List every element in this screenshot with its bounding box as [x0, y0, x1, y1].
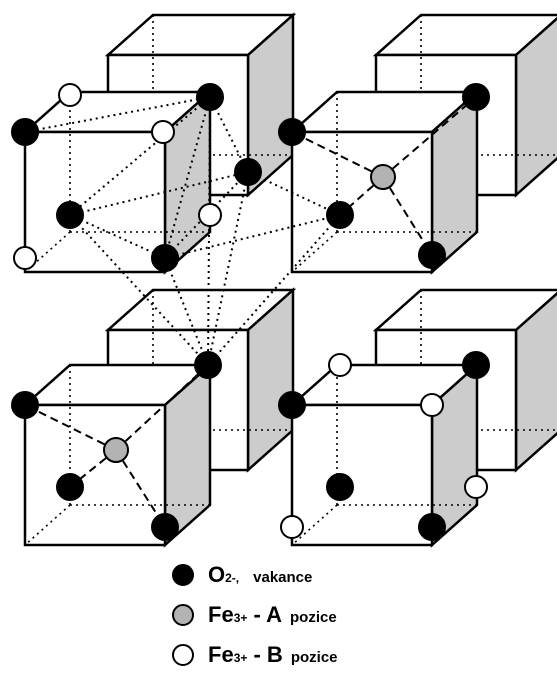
fe-b-site-atom [151, 120, 175, 144]
oxygen-vacancy-atom [194, 351, 222, 379]
fe-b-site-atom [420, 393, 444, 417]
fe-b-site-atom [280, 515, 304, 539]
dashed-bond [69, 449, 117, 488]
oxygen-vacancy-atom [11, 118, 39, 146]
oxygen-vacancy-atom [151, 513, 179, 541]
fe-b-site-atom [464, 475, 488, 499]
legend-site: - A [247, 602, 282, 627]
legend-item-oxygen: O 2-, vakance [172, 560, 338, 600]
dashed-bond [115, 364, 209, 451]
oxygen-vacancy-atom [418, 241, 446, 269]
fe-b-site-atom [13, 246, 37, 270]
hidden-edge [291, 231, 338, 273]
dotted-connection [69, 214, 209, 366]
front-cube [21, 362, 214, 548]
oxygen-vacancy-atom [462, 351, 490, 379]
fe-b-site-atom [198, 203, 222, 227]
oxygen-vacancy-atom [462, 83, 490, 111]
oxygen-vacancy-atom [151, 244, 179, 272]
oxygen-vacancy-atom [418, 513, 446, 541]
fe-b-marker-icon [172, 644, 194, 666]
cube-front-face [23, 403, 167, 547]
legend-symbol: O [208, 562, 226, 587]
legend-symbol: Fe [208, 602, 234, 627]
dashed-bond [24, 404, 117, 451]
oxygen-vacancy-atom [326, 473, 354, 501]
dashed-bond [382, 96, 477, 178]
dashed-bond [115, 449, 166, 528]
dotted-connection [164, 257, 209, 366]
hidden-edge [291, 504, 338, 546]
front-cube [288, 89, 481, 275]
dotted-connection [164, 96, 211, 259]
dotted-connection [69, 171, 249, 216]
dotted-connection [209, 96, 249, 173]
front-cube [21, 89, 214, 275]
oxygen-vacancy-atom [278, 391, 306, 419]
oxygen-vacancy-atom [196, 83, 224, 111]
legend-charge: 3+ [233, 611, 248, 625]
hidden-edge [24, 231, 71, 273]
hidden-edge [24, 504, 71, 546]
cube-front-face [290, 130, 434, 274]
dotted-connection [24, 96, 211, 133]
legend-item-fe-b: Fe 3+ - B pozice [172, 640, 338, 680]
fe-a-marker-icon [172, 604, 194, 626]
cube-front-face [23, 130, 167, 274]
legend-suffix: pozice [290, 649, 338, 666]
dotted-connection [247, 171, 341, 216]
cube-front-face [290, 403, 434, 547]
dashed-bond [291, 131, 384, 178]
legend-suffix: vakance [253, 569, 313, 586]
atom-sites [11, 83, 490, 541]
dashed-bonds [24, 96, 477, 528]
front-cube [288, 362, 481, 548]
oxygen-vacancy-atom [56, 473, 84, 501]
dotted-connections [24, 96, 341, 366]
dotted-connection [164, 171, 249, 259]
dotted-connection [164, 214, 341, 259]
dotted-connection [69, 96, 211, 216]
legend-charge: 2-, [225, 571, 240, 585]
oxygen-marker-icon [172, 564, 194, 586]
oxygen-vacancy-atom [56, 201, 84, 229]
legend-site: - B [247, 642, 283, 667]
legend: O 2-, vakance Fe 3+ - A pozice Fe 3+ - B… [172, 560, 338, 680]
fe-b-site-atom [58, 83, 82, 107]
legend-symbol: Fe [208, 642, 234, 667]
legend-suffix: pozice [290, 609, 337, 626]
oxygen-vacancy-atom [234, 158, 262, 186]
dashed-bond [339, 176, 384, 216]
legend-charge: 3+ [233, 651, 248, 665]
oxygen-vacancy-atom [326, 201, 354, 229]
legend-item-fe-a: Fe 3+ - A pozice [172, 600, 338, 640]
fe-a-site-atom [103, 437, 129, 463]
oxygen-vacancy-atom [11, 391, 39, 419]
oxygen-vacancy-atom [278, 118, 306, 146]
fe-a-site-atom [370, 164, 396, 190]
dashed-bond [382, 176, 433, 256]
dotted-connection [207, 96, 211, 366]
fe-b-site-atom [328, 353, 352, 377]
